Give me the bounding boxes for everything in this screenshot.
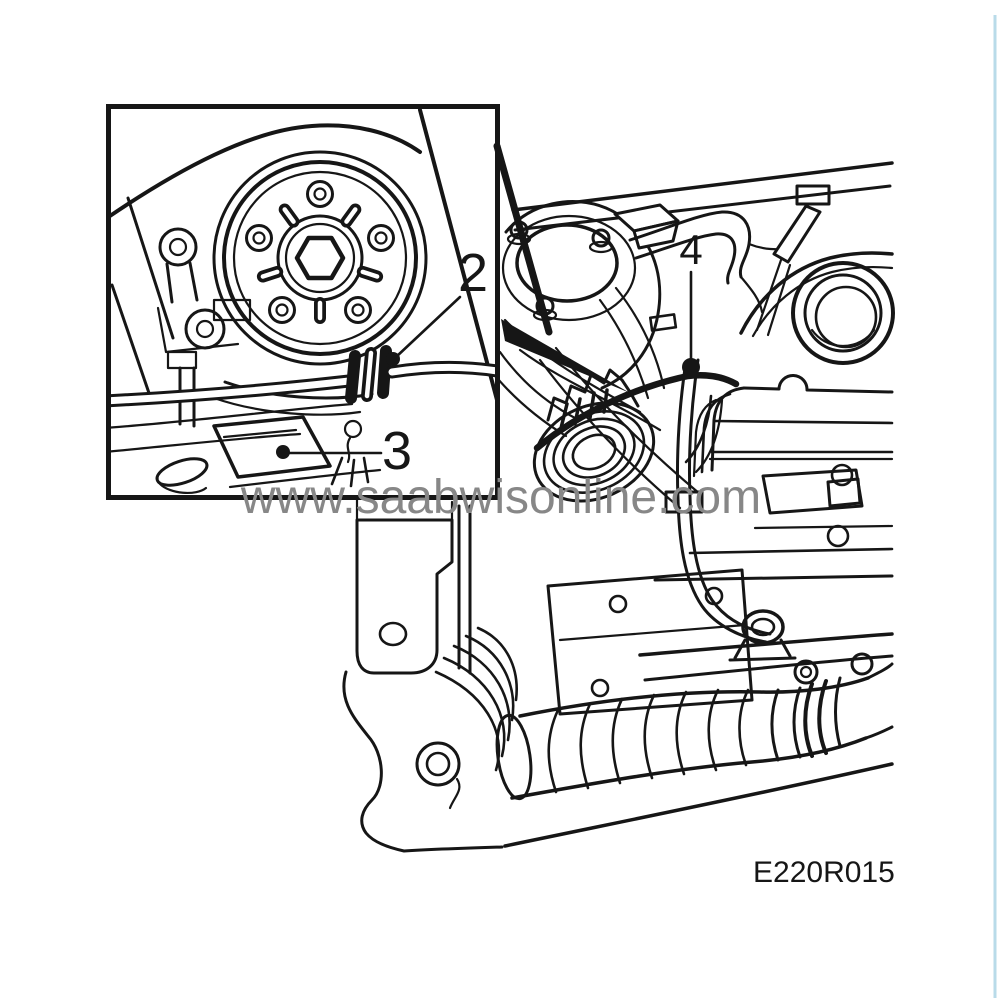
coolant-hose <box>628 210 798 314</box>
engine-overview <box>342 142 895 853</box>
center-bolt-hex <box>294 235 346 281</box>
engine-edge <box>418 109 495 401</box>
callout-4: 4 <box>679 226 703 376</box>
callouts: 2 3 4 <box>276 226 703 481</box>
block-edge-lines <box>111 196 175 398</box>
callout-3-label: 3 <box>382 421 412 481</box>
callout-2-dot <box>386 352 400 366</box>
crankshaft-pulley <box>212 150 428 366</box>
hose-clip <box>648 313 678 332</box>
grommet <box>415 741 461 787</box>
tensioner-bracket <box>156 227 252 428</box>
cover-boss <box>761 463 864 515</box>
pointer-arrow <box>501 319 630 393</box>
strut-tower <box>501 200 702 510</box>
figure-code-text: E220R015 <box>753 856 895 889</box>
cover-contour <box>111 123 422 218</box>
vacuum-hose <box>533 372 740 452</box>
hose-clamp <box>803 682 814 758</box>
banjo-fitting <box>345 345 392 404</box>
callout-4-label: 4 <box>679 226 702 273</box>
engine-block <box>546 568 754 716</box>
fuel-rail <box>638 632 894 685</box>
pulley-bolts <box>245 180 395 324</box>
exhaust-stub <box>155 457 209 494</box>
body-contour <box>342 670 894 853</box>
callout-3: 3 <box>276 421 412 481</box>
oil-filler-cap <box>791 261 895 365</box>
pipe-clamp <box>664 490 704 514</box>
intake-bellows-hose <box>434 626 894 801</box>
inset-detail-view <box>111 109 495 494</box>
oil-spill-marks <box>330 419 370 488</box>
strut-mount-bolt <box>506 220 614 322</box>
callout-4-dot <box>682 358 700 376</box>
callout-2-label: 2 <box>458 243 488 303</box>
subframe-bracket <box>111 402 382 489</box>
pulley-slots <box>256 203 384 324</box>
callout-2: 2 <box>386 243 488 366</box>
oil-pipe <box>111 345 495 408</box>
cam-cover <box>653 251 895 582</box>
watermark-text: www.saabwisonline.com <box>240 471 761 524</box>
engine-bracket-plate <box>355 498 472 675</box>
inset-box-border <box>106 104 500 500</box>
callout-2-leader <box>394 295 462 359</box>
callout-3-dot <box>276 445 290 459</box>
